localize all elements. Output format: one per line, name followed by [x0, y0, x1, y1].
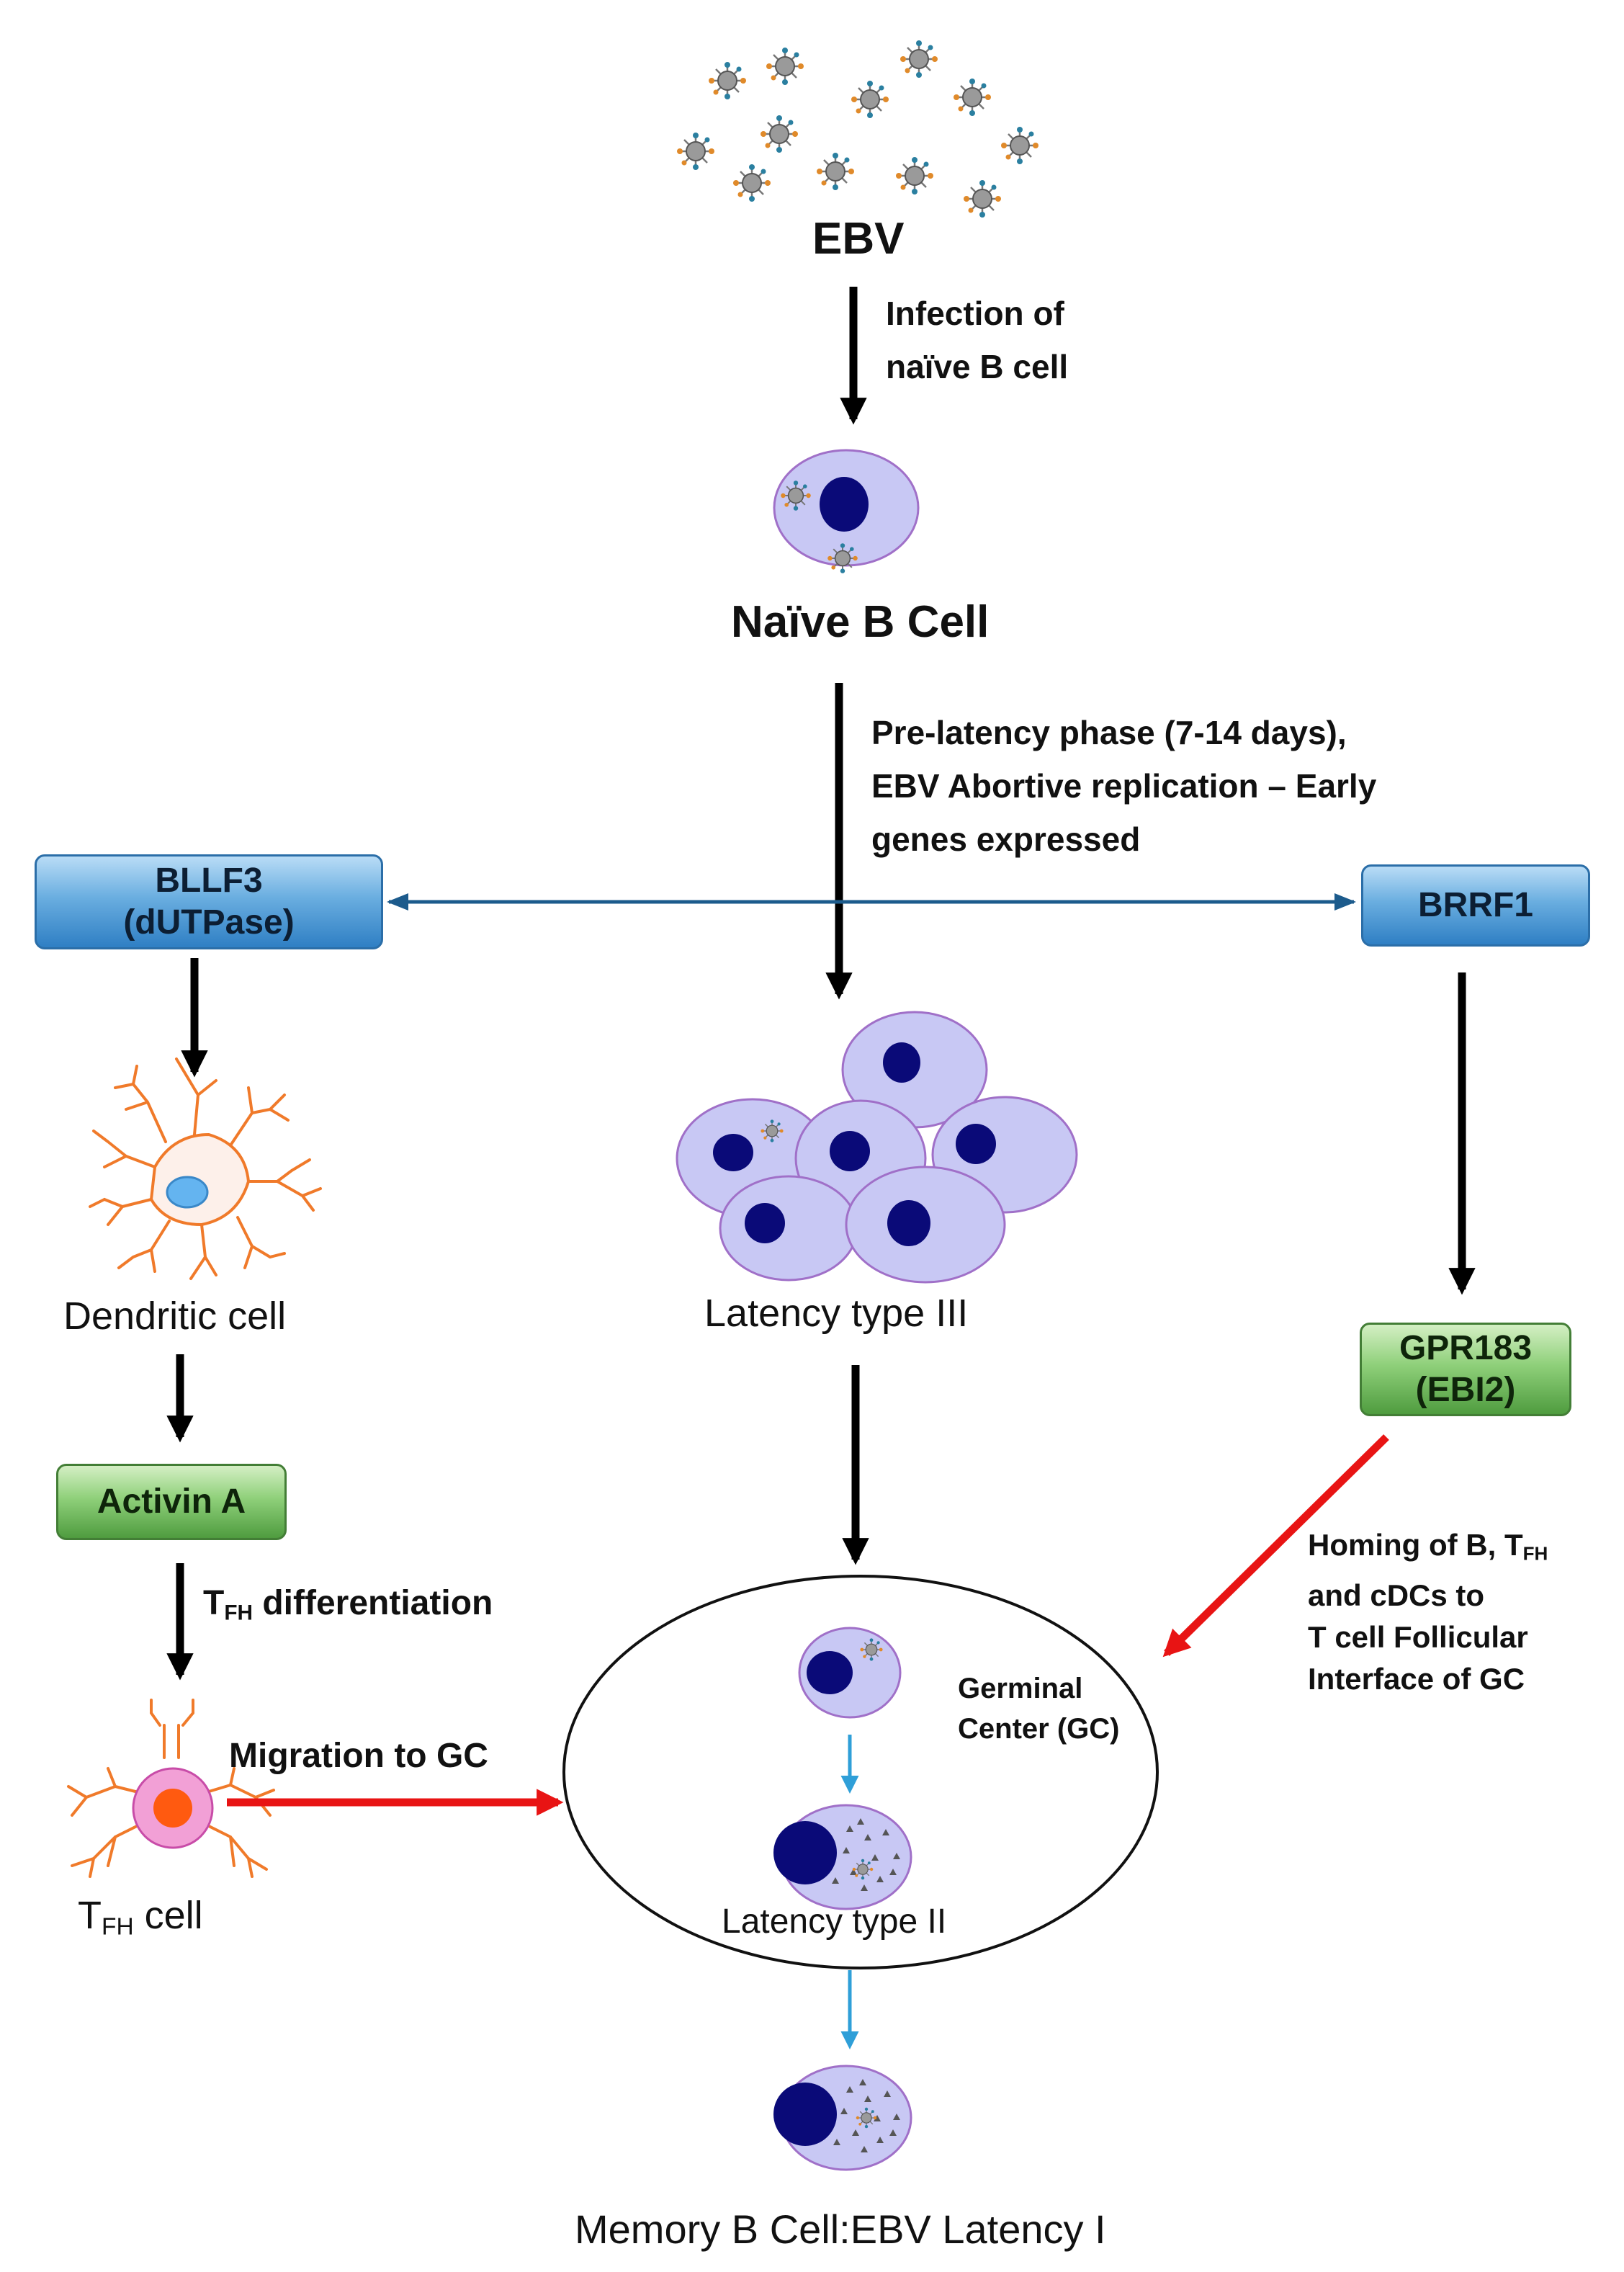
infection-line-1: Infection of [886, 295, 1064, 332]
homing-arrow [1162, 1434, 1389, 1658]
homing-line-1: Homing of B, TFH [1308, 1528, 1548, 1565]
germinal-center-line-2: Center (GC) [958, 1713, 1120, 1745]
dendritic-cell-label: Dendritic cell [63, 1294, 287, 1338]
ebv-title: EBV [812, 214, 905, 264]
infection-line-2: naïve B cell [886, 348, 1069, 385]
germinal-center-label: Germinal Center (GC) [958, 1668, 1119, 1749]
naive-b-cell-graphic [773, 449, 920, 574]
tfh-cell-label: TFH cell [78, 1894, 203, 1941]
bllf3-box: BLLF3 (dUTPase) [35, 854, 383, 949]
gpr183-line-1: GPR183 [1399, 1329, 1533, 1367]
tfh-diff-t: T [203, 1584, 225, 1622]
tfh-diff-rest: differentiation [253, 1584, 493, 1622]
naive-b-cell-title: Naïve B Cell [731, 597, 990, 647]
gpr183-box: GPR183 (EBI2) [1360, 1323, 1571, 1416]
latency-iii-label: Latency type III [704, 1292, 969, 1335]
latency-iii-cluster [676, 1011, 1078, 1284]
gc-b-cell [798, 1627, 902, 1719]
pre-latency-label: Pre-latency phase (7-14 days), EBV Abort… [871, 706, 1376, 866]
ebv-virion-cluster [676, 39, 1040, 219]
pre-latency-line-3: genes expressed [871, 820, 1141, 858]
bllf3-line-2: (dUTPase) [123, 903, 295, 942]
memory-b-cell [773, 2065, 912, 2171]
dendritic-cell-graphic [89, 1057, 322, 1280]
homing-line-3: T cell Follicular [1308, 1619, 1528, 1654]
activin-a-label: Activin A [97, 1482, 246, 1521]
homing-line-4: Interface of GC [1308, 1661, 1525, 1696]
bllf3-line-1: BLLF3 [155, 862, 263, 900]
homing-line-2: and cDCs to [1308, 1578, 1485, 1612]
infection-label: Infection of naïve B cell [886, 287, 1068, 393]
germinal-center-ellipse [562, 1575, 1159, 1969]
brrf1-box: BRRF1 [1361, 864, 1590, 947]
migration-label: Migration to GC [229, 1737, 488, 1775]
homing-label: Homing of B, TFH and cDCs to T cell Foll… [1308, 1524, 1548, 1700]
pre-latency-line-2: EBV Abortive replication – Early [871, 767, 1377, 805]
latency-ii-label: Latency type II [722, 1902, 947, 1941]
memory-b-cell-label: Memory B Cell:EBV Latency I [575, 2206, 1106, 2252]
activin-a-box: Activin A [56, 1464, 287, 1540]
germinal-center-line-1: Germinal [958, 1673, 1083, 1704]
tfh-differentiation-label: TFH differentiation [203, 1583, 493, 1625]
tfh-diff-sub: FH [224, 1601, 253, 1625]
brrf1-label: BRRF1 [1417, 886, 1533, 924]
tfh-cell-graphic [67, 1699, 275, 1878]
gpr183-line-2: (EBI2) [1415, 1371, 1516, 1409]
latency-ii-cell [773, 1804, 912, 1910]
pre-latency-line-1: Pre-latency phase (7-14 days), [871, 714, 1347, 751]
